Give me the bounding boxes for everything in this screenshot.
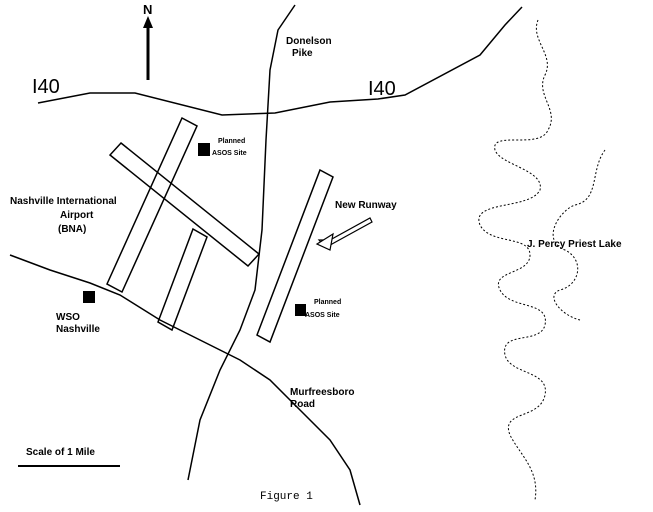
new-runway-arrow-icon bbox=[315, 217, 373, 251]
highway-label-right: I40 bbox=[368, 78, 396, 100]
donelson-pike-road bbox=[187, 4, 296, 481]
wso-site-marker bbox=[83, 291, 95, 303]
donelson-label-1: Donelson bbox=[286, 36, 332, 47]
asos-top-label-1: Planned bbox=[218, 138, 245, 145]
asos-site-marker-right bbox=[295, 304, 306, 316]
murfreesboro-label-1: Murfreesboro bbox=[290, 387, 354, 398]
murfreesboro-road bbox=[9, 254, 361, 506]
donelson-label-2: Pike bbox=[292, 48, 313, 59]
runway-short bbox=[157, 227, 208, 332]
interstate-40-road bbox=[37, 6, 523, 116]
asos-site-marker-top bbox=[198, 143, 210, 156]
runway-new bbox=[256, 168, 334, 344]
wso-label-1: WSO bbox=[56, 312, 80, 323]
north-label: N bbox=[143, 2, 152, 17]
north-arrow-icon bbox=[143, 16, 153, 80]
asos-right-label-2: ASOS Site bbox=[305, 312, 340, 319]
scale-label: Scale of 1 Mile bbox=[26, 447, 95, 458]
lake-shoreline-inner bbox=[552, 149, 606, 321]
lake-label: J. Percy Priest Lake bbox=[527, 239, 622, 250]
runway-long-ne bbox=[106, 116, 198, 294]
runway-crosswind bbox=[108, 141, 261, 268]
new-runway-label: New Runway bbox=[335, 200, 397, 211]
lake-shoreline bbox=[478, 19, 552, 501]
asos-top-label-2: ASOS Site bbox=[212, 150, 247, 157]
airport-label-3: (BNA) bbox=[58, 224, 86, 235]
wso-label-2: Nashville bbox=[56, 324, 100, 335]
murfreesboro-label-2: Road bbox=[290, 399, 315, 410]
airport-label-1: Nashville International bbox=[10, 196, 117, 207]
airport-label-2: Airport bbox=[60, 210, 94, 221]
highway-label-left: I40 bbox=[32, 76, 60, 98]
figure-caption: Figure 1 bbox=[260, 491, 313, 503]
asos-right-label-1: Planned bbox=[314, 299, 341, 306]
